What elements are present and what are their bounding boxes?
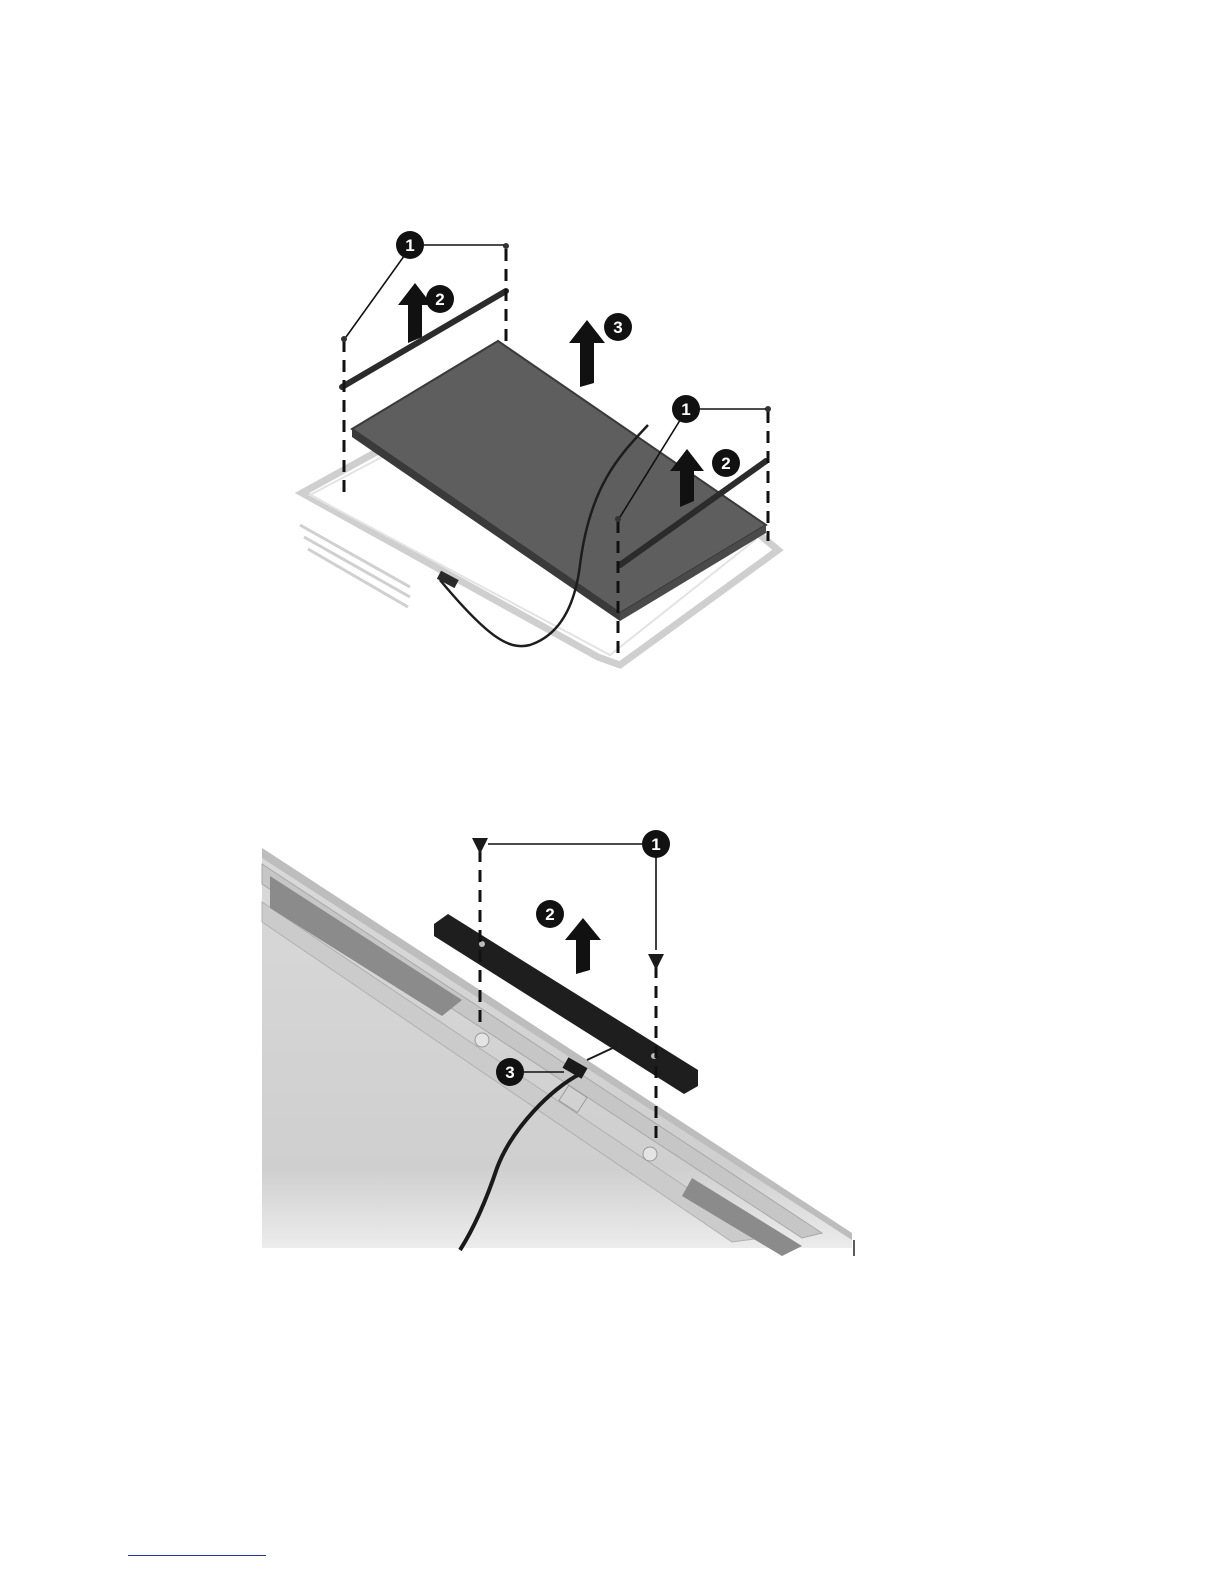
svg-text:1: 1	[681, 400, 690, 419]
svg-text:3: 3	[505, 1063, 514, 1082]
callout-2b: 2	[712, 449, 740, 477]
callout-1a: 1	[396, 231, 424, 259]
callout-1: 1	[642, 830, 670, 858]
left-cable-strip	[300, 525, 410, 607]
arrow-up-icon	[569, 320, 605, 387]
svg-text:2: 2	[721, 454, 730, 473]
svg-text:2: 2	[435, 290, 444, 309]
screw-boss	[643, 1147, 657, 1161]
callout-3: 3	[604, 313, 632, 341]
svg-text:3: 3	[613, 318, 622, 337]
svg-text:2: 2	[545, 905, 554, 924]
callout-3: 3	[496, 1058, 524, 1086]
callout-2a: 2	[426, 285, 454, 313]
callout-2: 2	[536, 900, 564, 928]
screw	[503, 243, 509, 249]
callout-1b: 1	[672, 395, 700, 423]
webcam-module-drawing: 1 2 3	[262, 828, 862, 1260]
screw	[648, 954, 664, 970]
footer-link-underline[interactable]	[128, 1555, 266, 1556]
svg-text:1: 1	[405, 236, 414, 255]
screw-boss	[475, 1033, 489, 1047]
webcam-module-removal-illustration: 1 2 3	[262, 828, 862, 1260]
arrow-up-icon	[565, 918, 601, 974]
screw	[472, 838, 488, 854]
svg-text:1: 1	[651, 835, 660, 854]
display-panel-removal-illustration: 1 2 3 1 2	[290, 225, 810, 680]
display-panel-drawing: 1 2 3 1 2	[290, 225, 810, 680]
